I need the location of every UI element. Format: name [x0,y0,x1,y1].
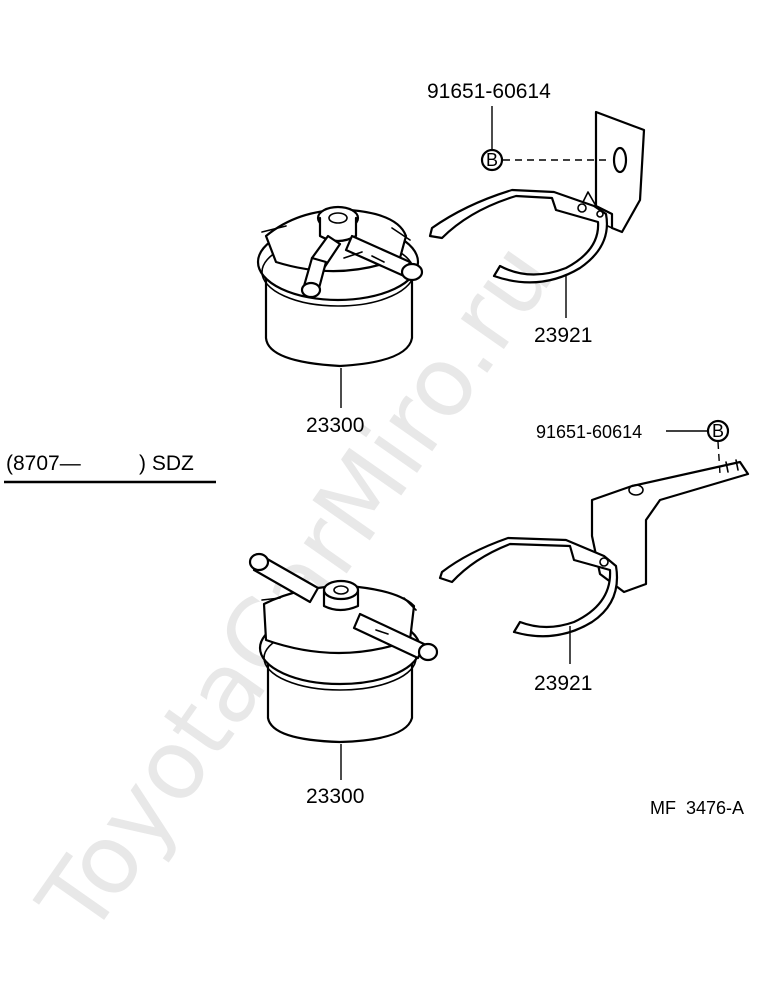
callout-upper-clamp: 23921 [534,324,592,347]
callout-lower-filter: 23300 [306,785,364,808]
upper-clamp-bracket [428,110,646,284]
section-label: (8707— ) SDZ [6,452,194,475]
lower-fuel-filter [248,552,439,744]
callout-upper-bolt: 91651-60614 [427,80,551,103]
callout-upper-filter: 23300 [306,414,364,437]
callout-lower-bolt: 91651-60614 [536,422,642,442]
upper-fuel-filter [256,205,424,368]
lower-clamp-bracket [438,459,750,638]
figure-code: MF 3476-A [650,798,744,818]
callout-lower-clamp: 23921 [534,672,592,695]
ref-marker-upper-label: B [486,150,498,170]
ref-marker-lower [706,419,730,443]
ref-marker-upper [480,148,504,172]
ref-marker-lower-label: B [712,421,724,441]
